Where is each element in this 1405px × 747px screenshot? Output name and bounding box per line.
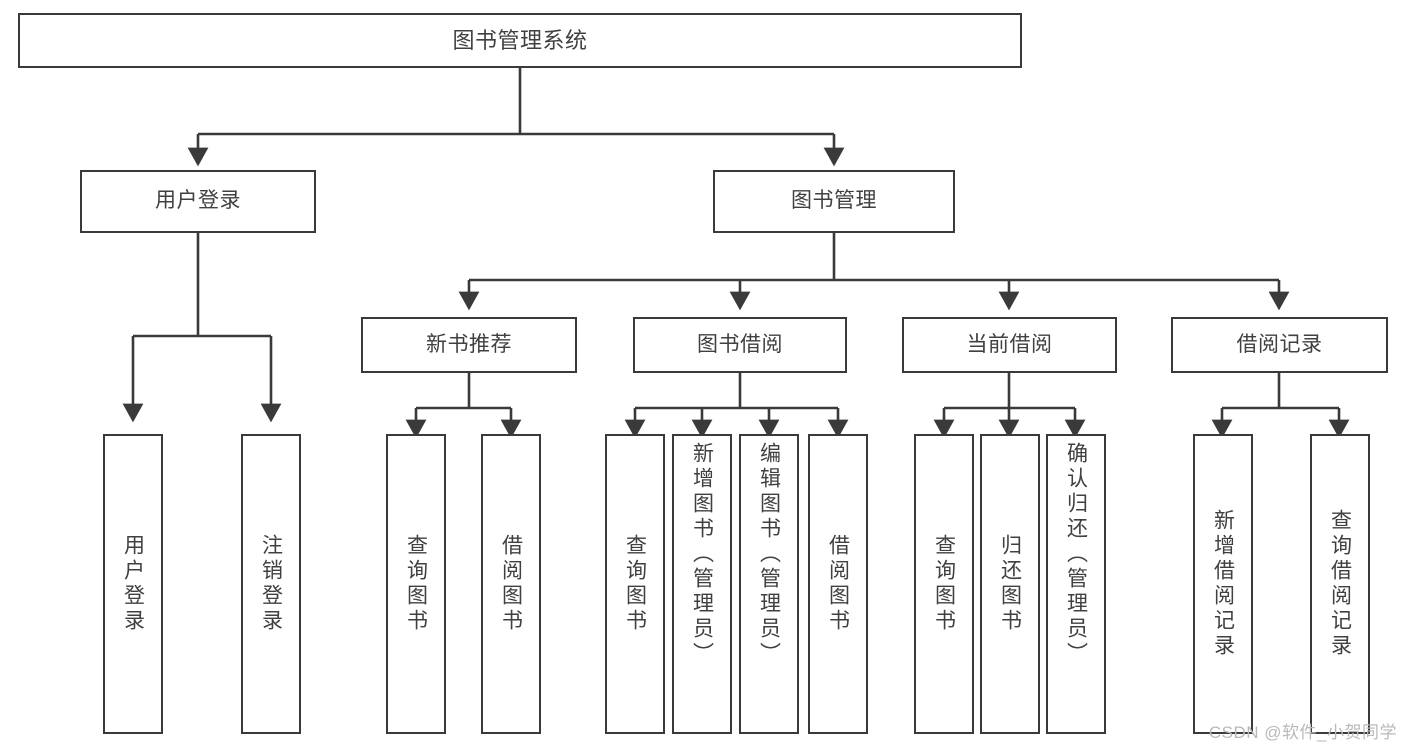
node-label: 用户登录 bbox=[121, 534, 145, 634]
node-label: 编辑图书（管理员） bbox=[757, 442, 781, 667]
node-leaf-edit-book[interactable]: 编辑图书（管理员） bbox=[739, 434, 799, 734]
node-label: 新增图书（管理员） bbox=[690, 442, 714, 667]
node-label: 归还图书 bbox=[998, 534, 1022, 634]
node-book-management[interactable]: 图书管理 bbox=[713, 170, 955, 233]
node-leaf-borrow-book-2[interactable]: 借阅图书 bbox=[808, 434, 868, 734]
node-new-book-recommend[interactable]: 新书推荐 bbox=[361, 317, 577, 373]
node-label: 查询图书 bbox=[623, 534, 647, 634]
node-current-borrow[interactable]: 当前借阅 bbox=[902, 317, 1117, 373]
node-label: 查询借阅记录 bbox=[1328, 509, 1352, 659]
node-leaf-add-book[interactable]: 新增图书（管理员） bbox=[672, 434, 732, 734]
node-label: 借阅记录 bbox=[1236, 332, 1323, 356]
node-root-book-management-system[interactable]: 图书管理系统 bbox=[18, 13, 1022, 68]
node-leaf-return-book[interactable]: 归还图书 bbox=[980, 434, 1040, 734]
node-label: 图书管理系统 bbox=[452, 27, 588, 53]
node-label: 新书推荐 bbox=[426, 332, 512, 356]
node-leaf-query-book-1[interactable]: 查询图书 bbox=[386, 434, 446, 734]
node-label: 当前借阅 bbox=[966, 332, 1053, 356]
csdn-watermark: CSDN @软件_小贺同学 bbox=[1208, 723, 1397, 742]
node-leaf-confirm-return[interactable]: 确认归还（管理员） bbox=[1046, 434, 1106, 734]
node-leaf-borrow-book-1[interactable]: 借阅图书 bbox=[481, 434, 541, 734]
node-leaf-query-book-2[interactable]: 查询图书 bbox=[605, 434, 665, 734]
node-label: 图书管理 bbox=[791, 189, 877, 213]
node-leaf-query-book-3[interactable]: 查询图书 bbox=[914, 434, 974, 734]
node-user-login[interactable]: 用户登录 bbox=[80, 170, 316, 233]
node-label: 新增借阅记录 bbox=[1211, 509, 1235, 659]
node-leaf-query-borrow-record[interactable]: 查询借阅记录 bbox=[1310, 434, 1370, 734]
node-leaf-logout[interactable]: 注销登录 bbox=[241, 434, 301, 734]
node-book-borrow[interactable]: 图书借阅 bbox=[633, 317, 847, 373]
node-label: 查询图书 bbox=[404, 534, 428, 634]
node-borrow-record[interactable]: 借阅记录 bbox=[1171, 317, 1388, 373]
node-label: 注销登录 bbox=[259, 534, 283, 634]
node-leaf-user-login[interactable]: 用户登录 bbox=[103, 434, 163, 734]
node-label: 查询图书 bbox=[932, 534, 956, 634]
node-label: 图书借阅 bbox=[697, 332, 783, 356]
node-label: 用户登录 bbox=[155, 189, 241, 213]
node-label: 确认归还（管理员） bbox=[1064, 442, 1088, 667]
node-label: 借阅图书 bbox=[826, 534, 850, 634]
node-leaf-add-borrow-record[interactable]: 新增借阅记录 bbox=[1193, 434, 1253, 734]
node-label: 借阅图书 bbox=[499, 534, 523, 634]
